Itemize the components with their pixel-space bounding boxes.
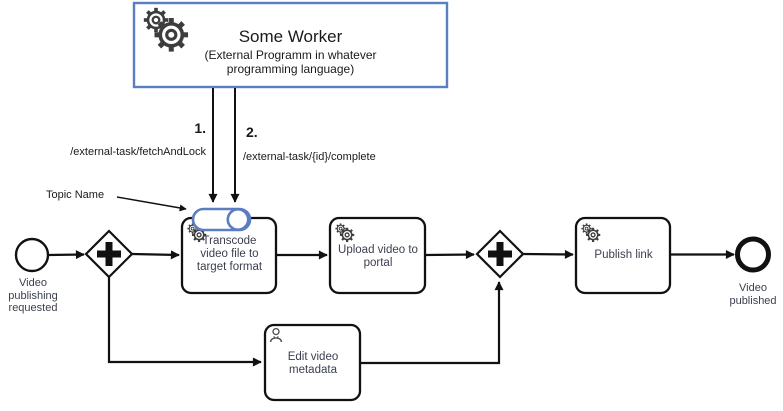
api-call-1-number: 1.	[194, 120, 206, 136]
api-call-1-path: /external-task/fetchAndLock	[70, 146, 206, 158]
flow-join-to-publish	[522, 249, 574, 259]
worker-title: Some Worker	[238, 27, 343, 46]
parallel-gateway-split	[84, 229, 134, 279]
end-event	[735, 236, 771, 273]
flow-upload-to-join	[424, 250, 475, 260]
parallel-gateway-join	[475, 229, 525, 279]
task-upload-label: Upload video to portal	[338, 244, 418, 270]
start-event-label: Video publishing requested	[8, 277, 58, 315]
flow-start-to-split	[47, 250, 85, 260]
task-publish-label: Publish link	[594, 249, 653, 261]
plus-icon	[488, 242, 512, 266]
plus-icon	[97, 242, 121, 266]
topic-name-label: Topic Name	[46, 189, 105, 201]
task-publish	[574, 216, 672, 295]
worker-box	[132, 1, 449, 89]
task-upload	[328, 216, 427, 295]
flow-edit-to-join	[360, 281, 504, 365]
end-event-label: Video published	[729, 282, 777, 307]
task-transcode-label: Transcode video file to target format	[196, 235, 263, 274]
api-call-2-path: /external-task/{id}/complete	[243, 151, 376, 163]
user-task-person-icon	[269, 327, 283, 343]
start-event	[14, 237, 50, 273]
topic-cylinder	[191, 207, 252, 232]
topic-name-pointer-arrow	[116, 196, 187, 212]
flow-split-to-edit	[107, 277, 262, 367]
api-call-2-number: 2.	[246, 124, 258, 140]
flow-split-to-transcode	[131, 250, 180, 260]
worker-subtitle: (External Programm in whatever programmi…	[204, 48, 377, 76]
task-edit-label: Edit video metadata	[287, 351, 339, 377]
task-edit	[263, 323, 362, 402]
